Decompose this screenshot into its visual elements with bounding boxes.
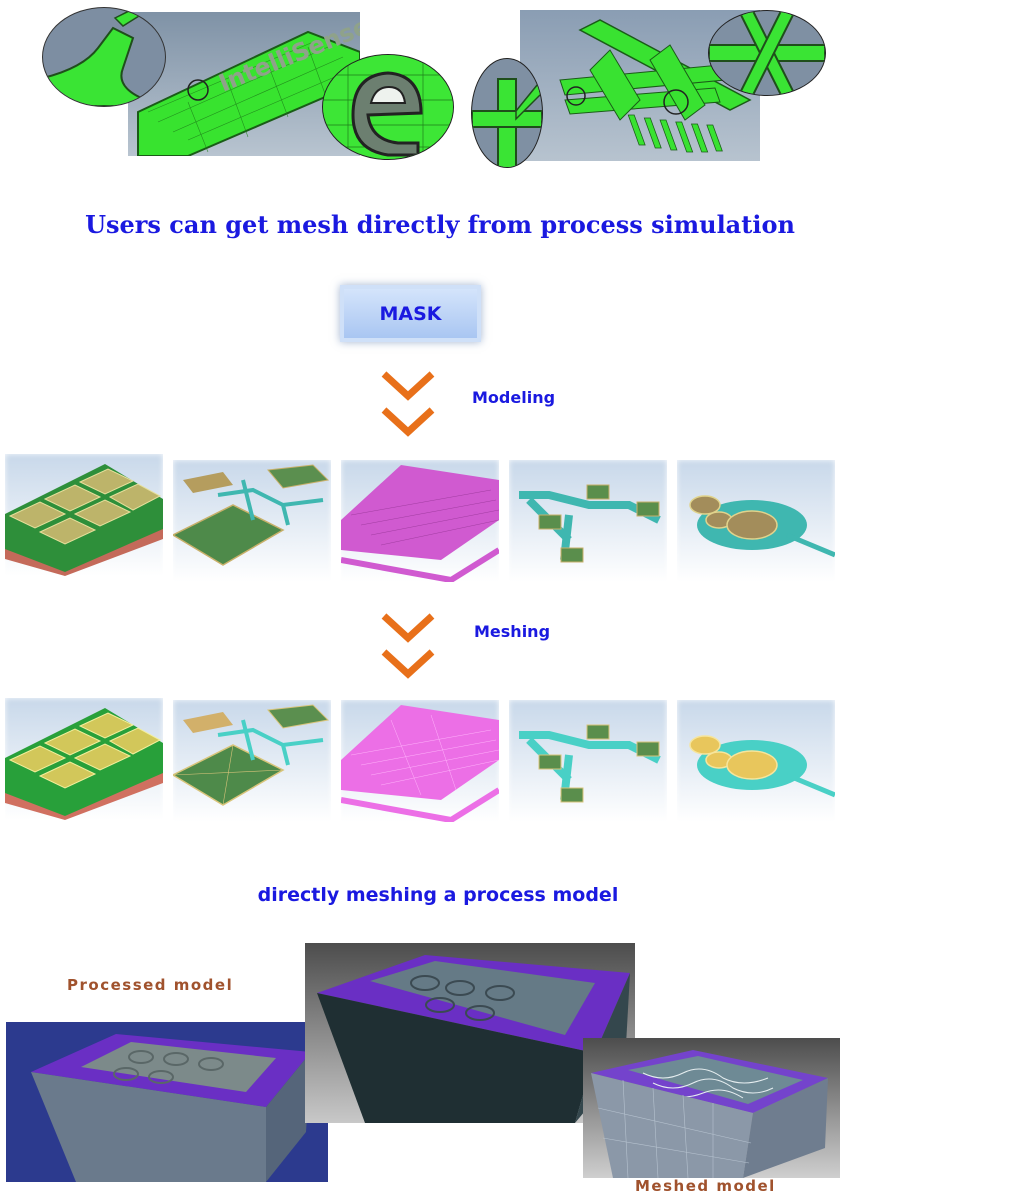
meshing-arrows — [380, 612, 440, 680]
modeling-label: Modeling — [472, 388, 556, 407]
section-title: directly meshing a process model — [257, 884, 619, 906]
model-thumb-1 — [5, 454, 163, 576]
mask-box: MASK — [340, 285, 481, 342]
zoom-circle-cross-left — [471, 58, 543, 168]
mesh-thumb-5 — [677, 700, 835, 822]
zoom-circle-cross-right — [708, 10, 826, 96]
zoom-circle-left — [42, 7, 166, 107]
mesh-thumb-3 — [341, 700, 499, 822]
processed-model-image — [6, 1022, 328, 1182]
cross-structure-image — [559, 19, 752, 153]
modeling-arrows — [380, 370, 440, 438]
meshed-model-image — [583, 1038, 840, 1178]
mesh-thumb-1 — [5, 698, 163, 820]
mesh-thumb-4 — [509, 700, 667, 822]
model-thumb-5 — [677, 460, 835, 582]
logo-mesh-panel: IntelliSense — [128, 12, 360, 156]
mask-label: MASK — [379, 302, 442, 325]
page-title: Users can get mesh directly from process… — [85, 210, 795, 239]
logo-mesh-image: IntelliSense — [137, 12, 360, 156]
model-thumb-3 — [341, 460, 499, 582]
model-thumb-4 — [509, 460, 667, 582]
processed-model-label: Processed model — [67, 976, 234, 994]
meshed-model-label: Meshed model — [635, 1177, 776, 1195]
mesh-thumb-2 — [173, 700, 331, 822]
model-thumb-2 — [173, 460, 331, 582]
zoom-circle-letter-e — [322, 54, 454, 160]
meshing-label: Meshing — [474, 622, 551, 641]
